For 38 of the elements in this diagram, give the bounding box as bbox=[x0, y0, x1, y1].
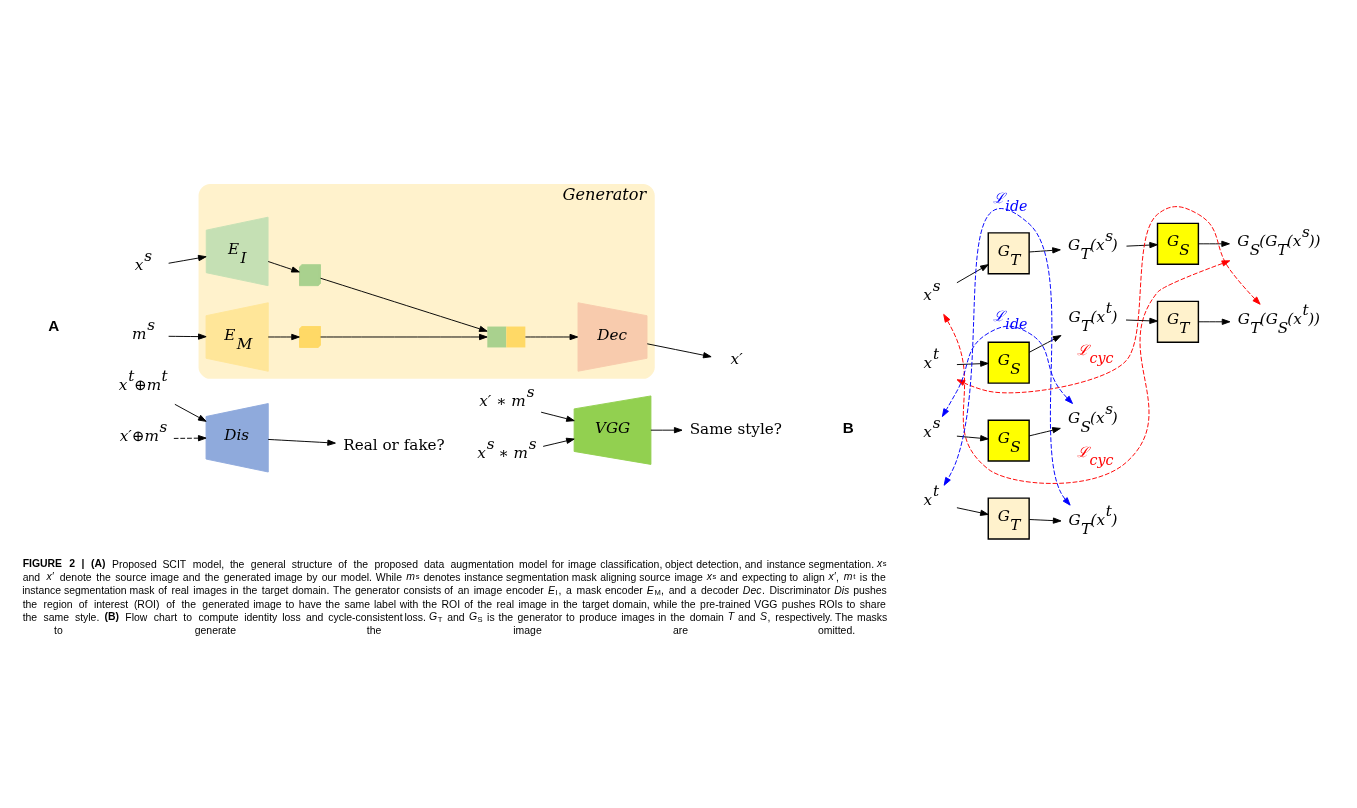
node-text: x′ bbox=[730, 349, 743, 368]
arrow bbox=[943, 207, 1071, 506]
arrow bbox=[943, 259, 1231, 484]
arrow bbox=[1028, 426, 1061, 436]
arrow bbox=[267, 260, 300, 273]
arrow bbox=[1028, 246, 1061, 253]
arrow bbox=[1125, 317, 1158, 324]
arrow bbox=[168, 254, 207, 264]
node-box: VGG bbox=[573, 394, 652, 465]
node-box: Dis bbox=[205, 402, 269, 472]
arrow bbox=[956, 360, 989, 367]
arrow bbox=[1028, 334, 1062, 353]
arrow bbox=[320, 277, 488, 332]
arrow bbox=[1028, 516, 1062, 524]
node-text: Same style? bbox=[689, 419, 782, 438]
node-box: Dec bbox=[577, 301, 648, 372]
arrow bbox=[173, 434, 207, 441]
arrow bbox=[540, 411, 575, 422]
arrow bbox=[956, 506, 989, 516]
arrow bbox=[956, 263, 989, 283]
arrow bbox=[956, 205, 1261, 393]
node-text: Real or fake? bbox=[343, 435, 445, 454]
arrow bbox=[650, 426, 683, 433]
arrow bbox=[1198, 240, 1230, 247]
arrow bbox=[542, 437, 575, 447]
arrow bbox=[168, 332, 207, 340]
arrow bbox=[174, 403, 207, 422]
arrow bbox=[646, 342, 712, 358]
arrow bbox=[956, 434, 989, 441]
arrow bbox=[941, 325, 1073, 417]
arrow bbox=[1198, 318, 1231, 325]
label: A bbox=[48, 316, 60, 334]
arrow bbox=[267, 333, 300, 340]
arrow bbox=[524, 333, 579, 340]
arrow bbox=[267, 438, 336, 446]
arrow bbox=[320, 333, 488, 340]
label: B bbox=[842, 418, 854, 436]
arrow bbox=[1126, 241, 1158, 248]
